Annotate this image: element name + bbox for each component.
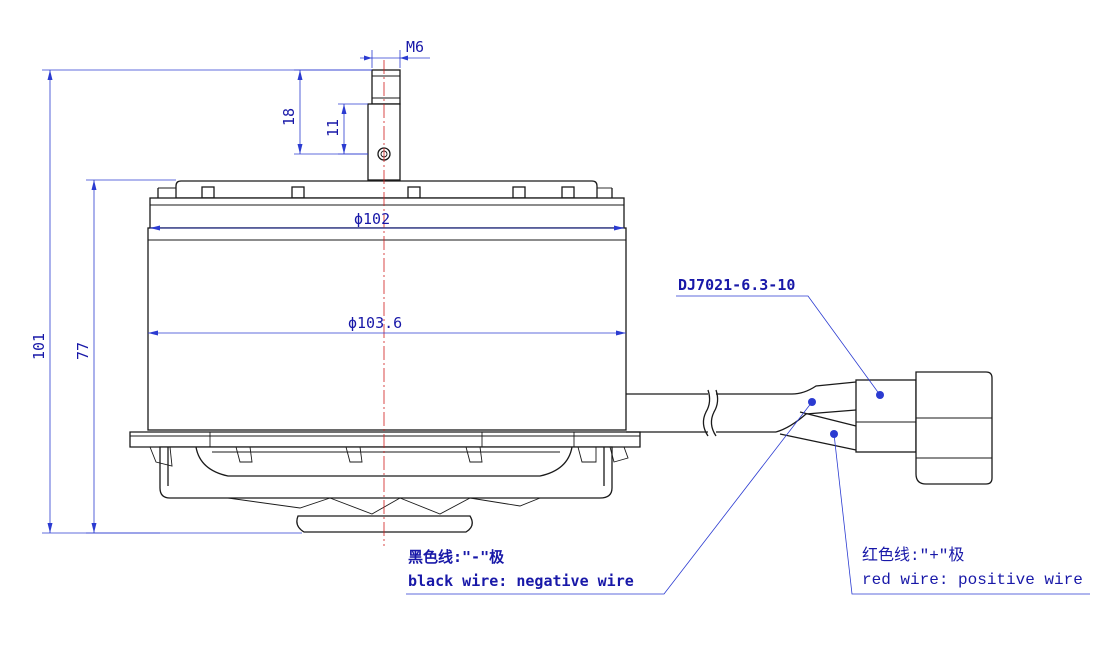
connector-body [915,371,993,485]
overall-height-label: 101 [30,333,48,360]
cable-assembly [626,371,993,485]
top-cap [175,180,598,199]
connector-housing [855,379,917,453]
fan-hub [296,515,473,533]
black-wire-cn-label: 黑色线:"-"极 [408,548,505,566]
diameter-body-label: ϕ103.6 [348,314,402,332]
shaft-length-label: 18 [280,108,298,126]
flat-length-label: 11 [324,119,342,137]
shaft-thread [371,69,401,105]
leaders [406,295,1090,595]
dimensions [42,50,626,534]
motor-body [129,69,641,533]
red-wire-en-label: red wire: positive wire [862,571,1083,589]
thread-label: M6 [406,38,424,56]
base-flange [129,431,641,448]
diameter-top-label: ϕ102 [354,210,390,228]
black-wire-en-label: black wire: negative wire [408,572,634,590]
red-wire-cn-label: 红色线:"+"极 [862,546,964,565]
fan-housing [159,446,613,499]
main-housing [147,227,627,431]
connector-part-number: DJ7021-6.3-10 [678,276,795,294]
body-height-label: 77 [74,342,92,360]
